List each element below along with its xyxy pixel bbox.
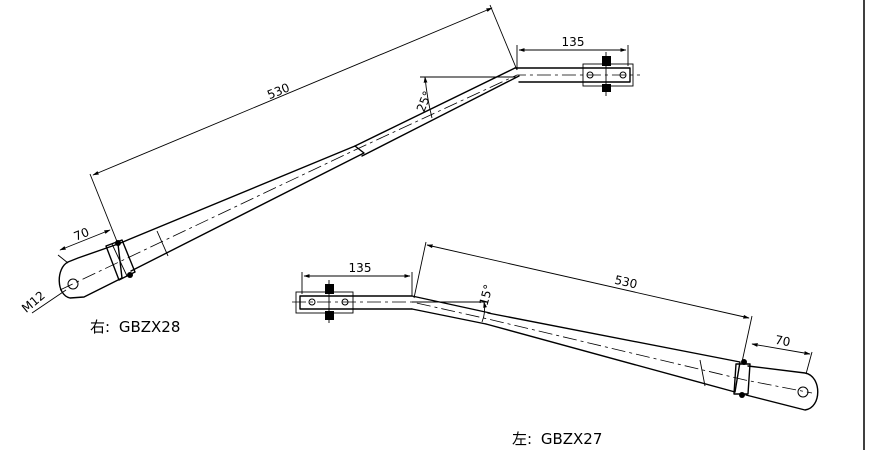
left-angle-label: 15° (477, 283, 496, 307)
right-dim-135-label: 135 (562, 35, 585, 49)
left-arm-mount-bar (299, 295, 413, 310)
right-arm-body (117, 145, 365, 272)
left-dim-70-line (751, 343, 811, 355)
right-dim-530-line (92, 7, 493, 176)
left-dim-530-label: 530 (613, 273, 638, 292)
right-thread-label: M12 (19, 288, 48, 315)
right-arm-tip-eye (58, 243, 123, 299)
left-arm-body (485, 312, 741, 393)
left-caption-model: GBZX27 (541, 430, 603, 448)
right-arm-rod (354, 67, 520, 157)
right-dim-530-label: 530 (265, 80, 292, 102)
right-caption-side: 右: (90, 318, 110, 336)
left-arm-bolt-top (325, 284, 334, 294)
left-dim-135-label: 135 (349, 261, 372, 275)
left-angle-arc (481, 301, 487, 323)
left-arm-bolt-bottom (325, 311, 334, 320)
right-angle-label: 25° (414, 89, 435, 114)
left-caption-side: 左: (512, 430, 532, 448)
right-dim-70-line (59, 229, 111, 251)
right-arm-tip-hole (67, 278, 79, 290)
right-wiper-arm: 530 135 25° 70 M12 右: GBZX28 (19, 4, 640, 336)
right-arm-bolt-bottom (602, 84, 611, 92)
left-wiper-arm: 135 530 15° 70 左: GBZX27 (292, 241, 819, 448)
left-dim-70-label: 70 (774, 333, 791, 349)
left-arm-tip-hole (797, 386, 809, 398)
left-arm-caption: 左: GBZX27 (512, 430, 602, 448)
left-arm-tip-eye (745, 365, 819, 411)
right-caption-model: GBZX28 (119, 318, 181, 336)
right-arm-bolt-top (602, 56, 611, 66)
left-dim-530-line (426, 244, 750, 319)
right-arm-caption: 右: GBZX28 (90, 318, 180, 336)
right-dim-70-label: 70 (72, 225, 91, 244)
right-angle-arc (423, 76, 433, 119)
